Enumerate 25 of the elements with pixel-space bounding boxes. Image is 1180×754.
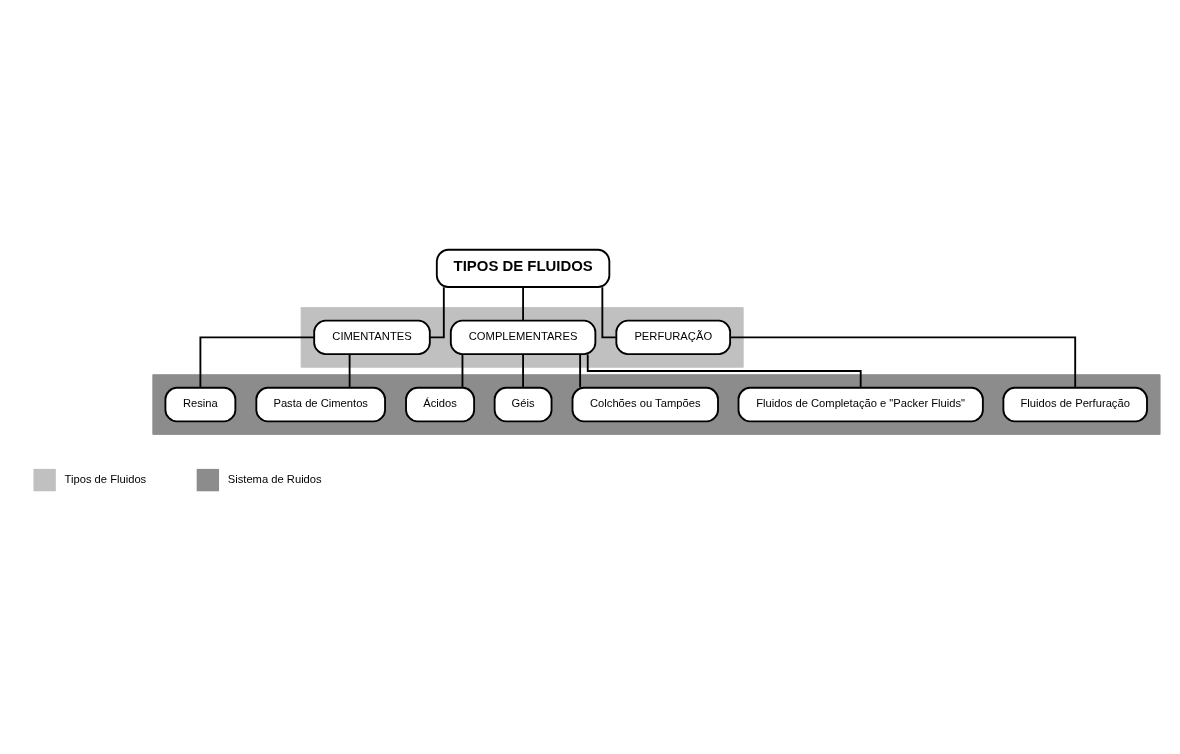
legend-label: Tipos de Fluidos: [64, 472, 147, 485]
node-box: Géis: [493, 386, 553, 422]
node-box: Resina: [164, 386, 237, 422]
node-box: PERFURAÇÃO: [615, 319, 732, 355]
node-box: COMPLEMENTARES: [449, 319, 597, 355]
node-box: Fluidos de Perfuração: [1002, 386, 1148, 422]
node-box: Pasta de Cimentos: [255, 386, 386, 422]
cluster: [300, 306, 744, 368]
node-box: Fluidos de Completação e "Packer Fluids": [737, 386, 984, 422]
node-box: TIPOS DE FLUIDOS: [435, 248, 611, 288]
connector: [729, 335, 1077, 389]
connector: [522, 352, 524, 388]
node-box: Colchões ou Tampões: [571, 386, 719, 422]
connector: [586, 353, 862, 388]
node-box: Ácidos: [405, 386, 476, 422]
legend-label: Sistema de Ruidos: [227, 472, 322, 485]
connector: [199, 335, 316, 389]
connector: [522, 285, 524, 321]
node-box: CIMENTANTES: [313, 319, 431, 355]
connector: [601, 285, 617, 338]
connector: [579, 352, 582, 388]
connector: [429, 285, 445, 338]
connector: [461, 352, 464, 388]
cluster: [152, 373, 1161, 435]
connector: [348, 352, 351, 388]
